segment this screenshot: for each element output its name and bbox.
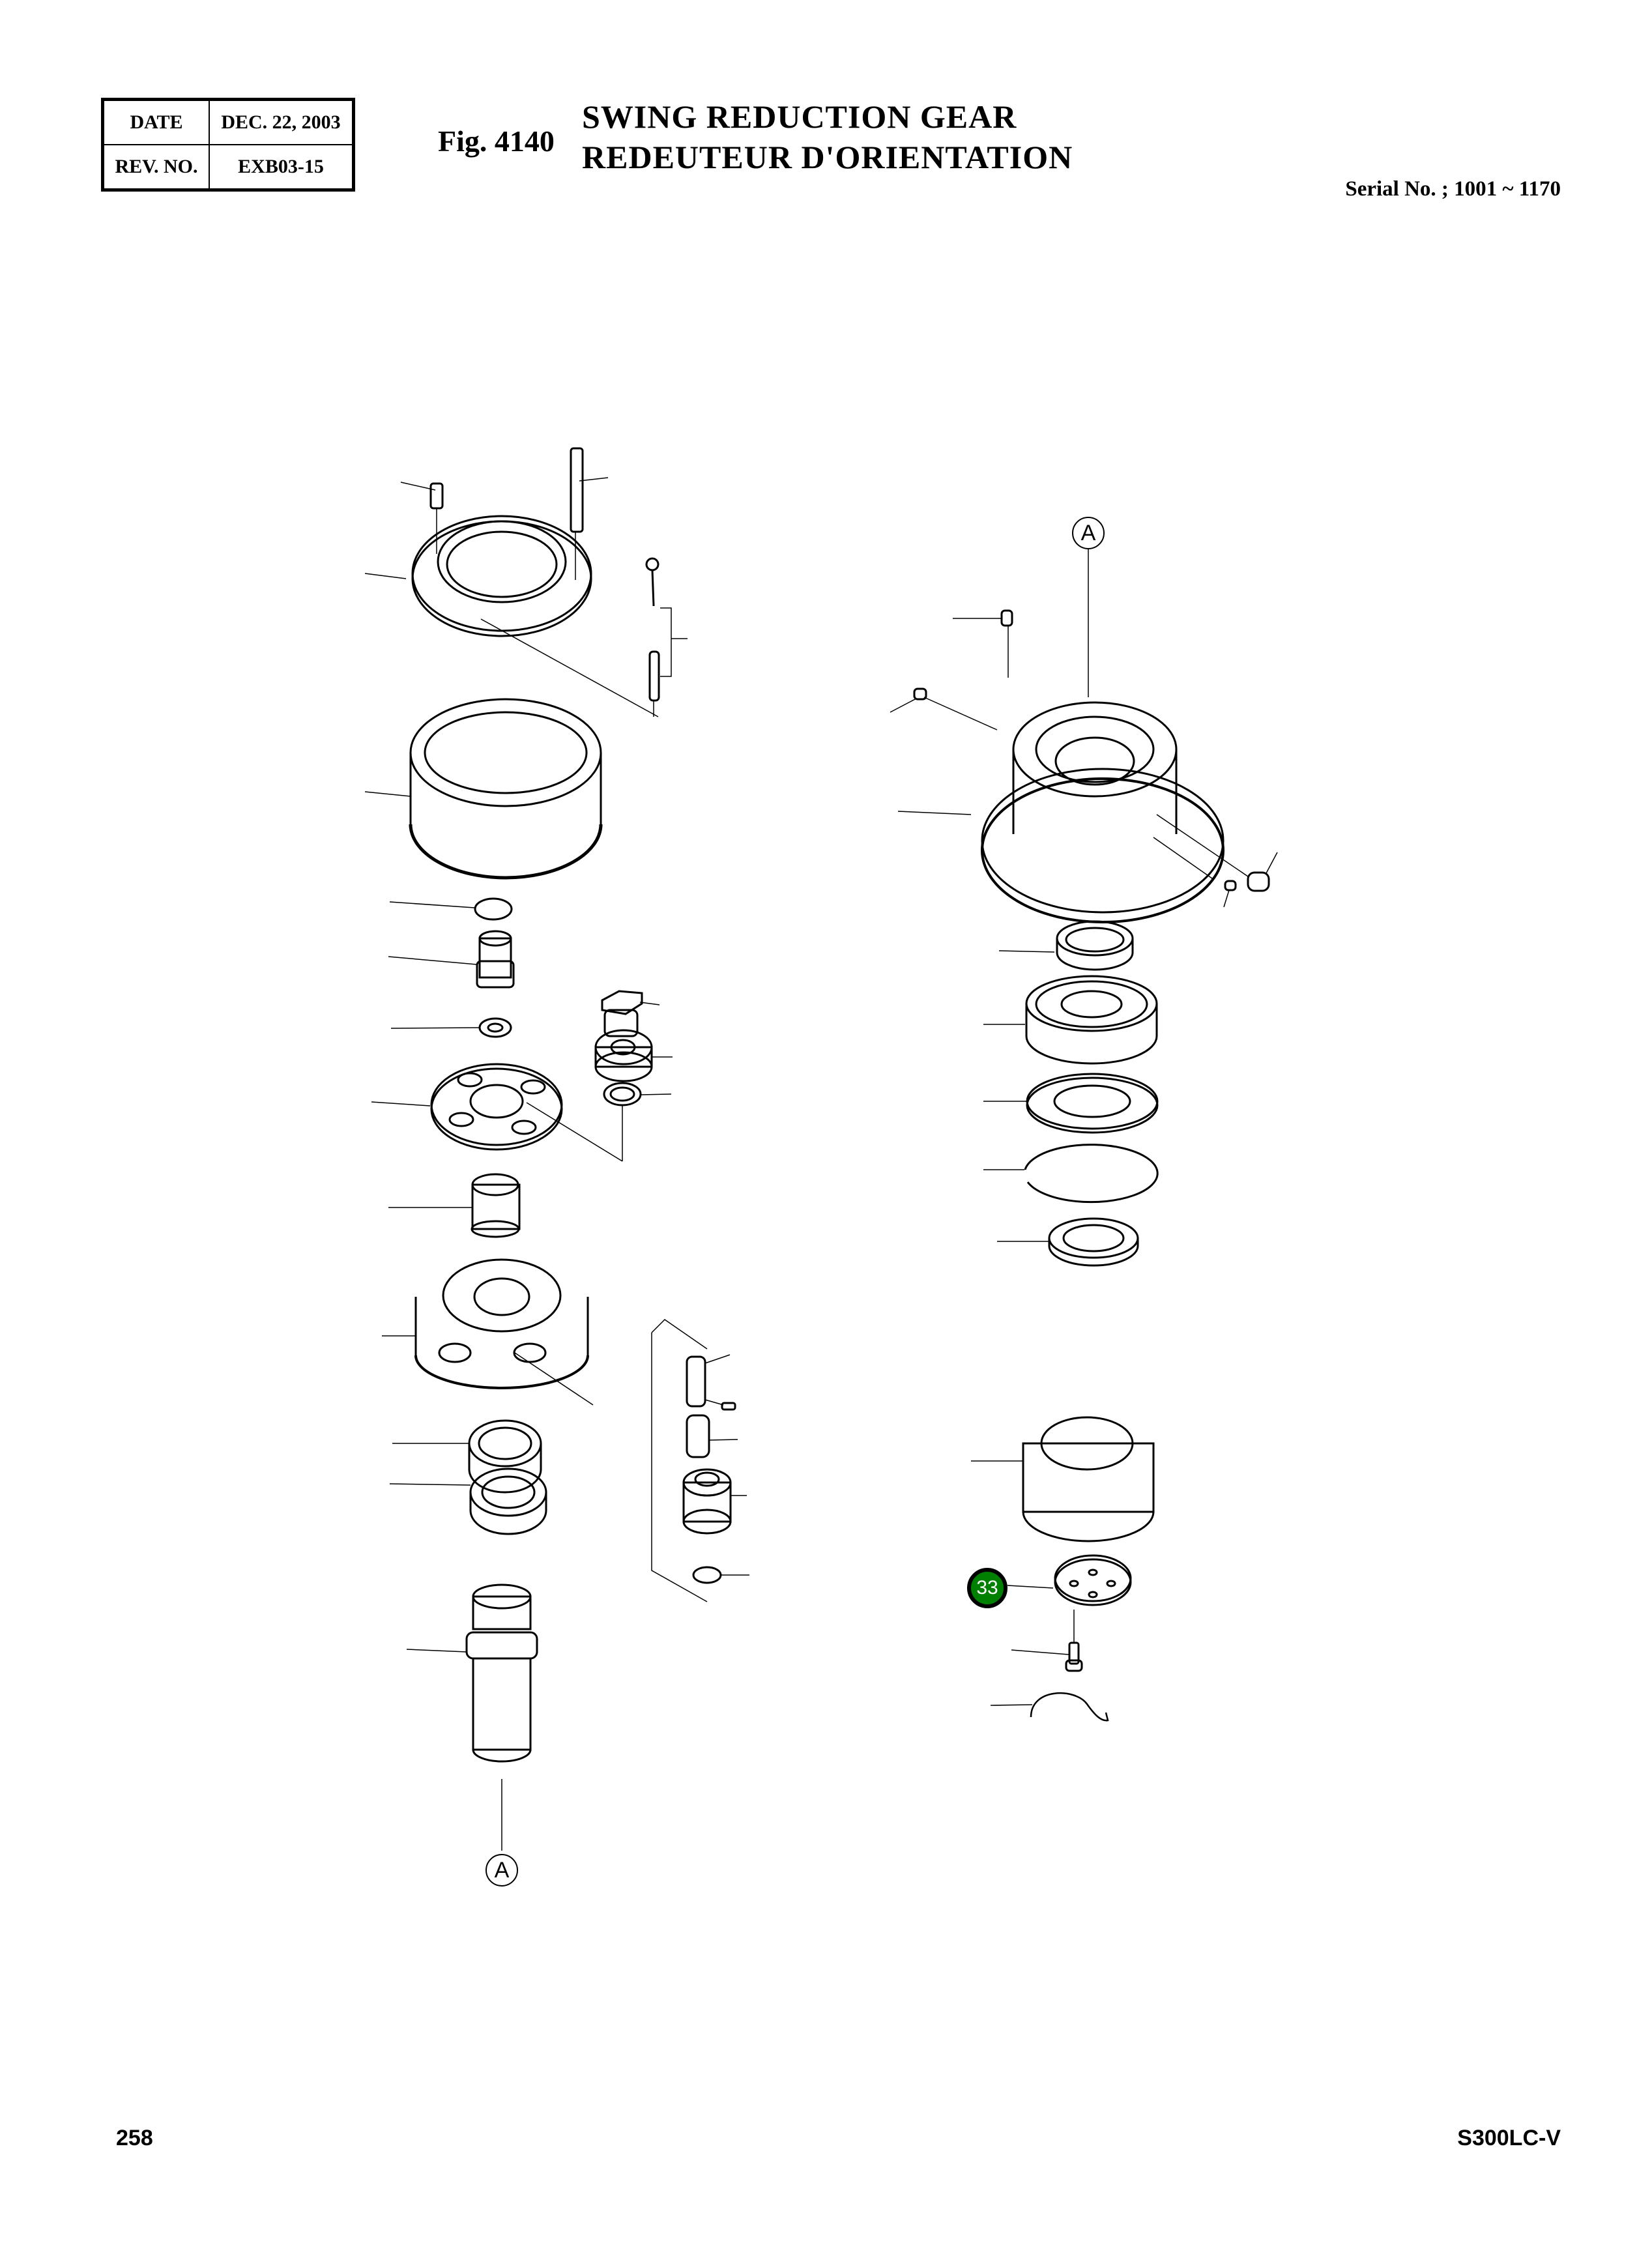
rev-row: REV. NO. EXB03-15 bbox=[102, 144, 355, 191]
bearing-part[interactable] bbox=[392, 1419, 542, 1494]
plug-part[interactable] bbox=[601, 990, 660, 1037]
planet-gear-2-part[interactable] bbox=[682, 1468, 747, 1535]
thrust-washer-part[interactable] bbox=[390, 1017, 512, 1038]
rev-label: REV. NO. bbox=[102, 144, 210, 191]
pin-part[interactable] bbox=[686, 1354, 731, 1408]
level-gauge-part[interactable] bbox=[645, 557, 688, 717]
date-label: DATE bbox=[102, 98, 210, 145]
collar-part[interactable] bbox=[997, 1217, 1139, 1267]
sun-gear-part[interactable] bbox=[388, 1173, 521, 1238]
housing-part[interactable] bbox=[897, 701, 1225, 923]
pinion-shaft-part[interactable] bbox=[406, 1583, 538, 1851]
title-french: REDEUTEUR D'ORIENTATION bbox=[582, 139, 1073, 175]
bolt-part[interactable] bbox=[1011, 1641, 1083, 1672]
drive-gear-sleeve-part[interactable] bbox=[388, 930, 515, 989]
first-carrier-part[interactable] bbox=[371, 1063, 623, 1162]
bushing-part[interactable] bbox=[686, 1414, 738, 1458]
model-name: S300LC-V bbox=[1457, 2126, 1561, 2150]
plug-small-part[interactable] bbox=[890, 687, 1237, 908]
thrust-plate-part[interactable] bbox=[983, 1073, 1159, 1134]
washer-1-part[interactable] bbox=[603, 1082, 672, 1161]
ring-gear-part[interactable] bbox=[364, 698, 603, 880]
title-english: SWING REDUCTION GEAR bbox=[582, 98, 1017, 135]
spring-pin-part[interactable] bbox=[704, 1399, 736, 1411]
lock-wire-part[interactable] bbox=[990, 1692, 1109, 1722]
revision-table: DATE DEC. 22, 2003 REV. NO. EXB03-15 bbox=[101, 98, 355, 192]
reference-marker-a-bottom: A bbox=[485, 1854, 518, 1887]
dowel-pin-part[interactable] bbox=[953, 609, 1013, 678]
washer-2-part[interactable] bbox=[692, 1566, 749, 1584]
planet-gear-1-part[interactable] bbox=[594, 1029, 673, 1082]
oil-seal-part[interactable] bbox=[389, 1467, 547, 1535]
retaining-ring-part[interactable] bbox=[983, 1144, 1159, 1204]
rev-value: EXB03-15 bbox=[209, 144, 355, 191]
serial-range: Serial No. ; 1001 ~ 1170 bbox=[1345, 177, 1561, 201]
plate-part[interactable] bbox=[1007, 1554, 1132, 1642]
date-value: DEC. 22, 2003 bbox=[209, 98, 355, 145]
reference-marker-a-top: A bbox=[1072, 517, 1105, 549]
snap-ring-part[interactable] bbox=[389, 897, 513, 921]
callout-item-33[interactable]: 33 bbox=[967, 1568, 1007, 1608]
bearing-spacer-part[interactable] bbox=[998, 920, 1134, 971]
pinion-gear-part[interactable] bbox=[971, 1416, 1155, 1542]
socket-bolt-part[interactable] bbox=[400, 482, 444, 554]
second-carrier-part[interactable] bbox=[382, 1258, 594, 1406]
date-row: DATE DEC. 22, 2003 bbox=[102, 98, 355, 145]
page-number: 258 bbox=[116, 2126, 153, 2150]
roller-bearing-part[interactable] bbox=[983, 975, 1158, 1065]
cover-flange-part[interactable] bbox=[364, 515, 659, 717]
pin-group-bracket bbox=[651, 1319, 708, 1602]
figure-number: Fig. 4140 bbox=[438, 124, 555, 158]
plug-large-part[interactable] bbox=[1156, 814, 1278, 892]
